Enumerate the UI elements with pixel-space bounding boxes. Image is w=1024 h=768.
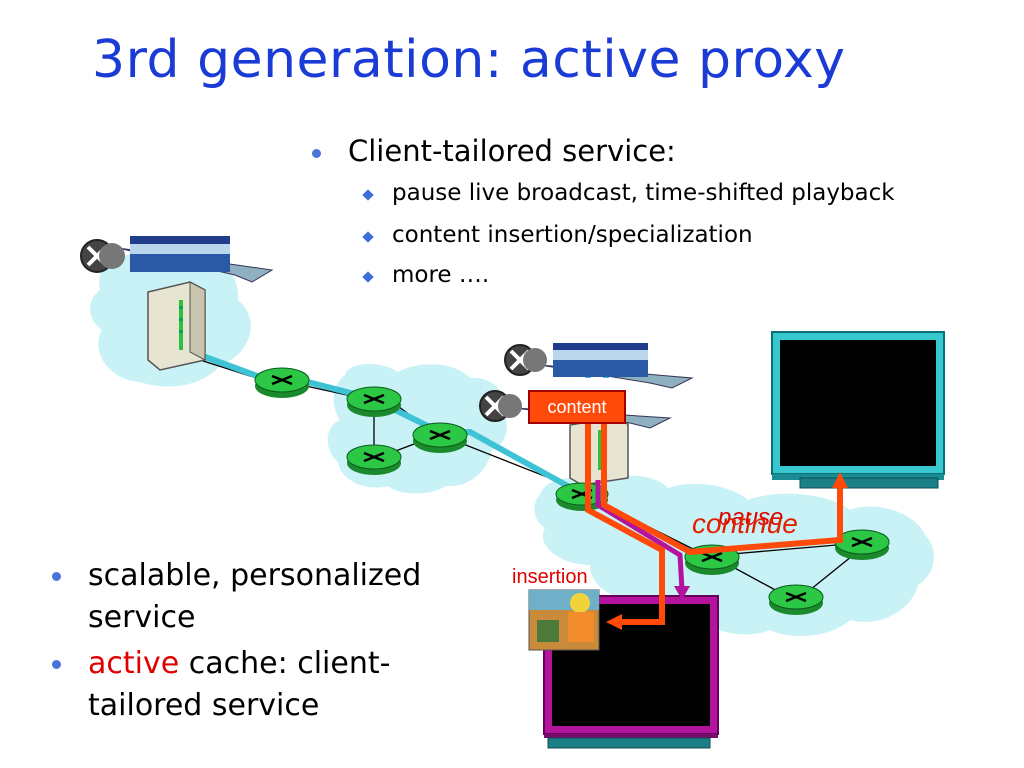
tape-reel-icon-2	[504, 343, 694, 389]
continue-label: continue	[692, 508, 798, 539]
left-bullet-1: scalable, personalized service	[52, 555, 421, 639]
orange-arrow-left	[606, 614, 622, 630]
magenta-arrow	[674, 586, 690, 600]
insertion-label: insertion	[512, 566, 588, 588]
content-label: content	[528, 390, 626, 424]
server-icon-left	[147, 281, 206, 371]
orange-arrow-up	[832, 472, 848, 488]
bullet-dot	[312, 149, 321, 158]
left-bullet-2: active cache: client- tailored service	[52, 643, 421, 727]
monitor-right	[771, 331, 945, 489]
slide-title: 3rd generation: active proxy	[92, 30, 846, 90]
bullet-dot	[52, 572, 61, 581]
magenta-path	[595, 480, 685, 591]
routers	[254, 367, 890, 615]
bullet-dot	[52, 660, 61, 669]
pause-label: pause	[718, 504, 784, 531]
proxy-server-icon	[569, 417, 629, 486]
left-bullet-list: scalable, personalized service active ca…	[52, 555, 421, 727]
orange-paths	[585, 410, 843, 625]
tape-reel-icon-1	[80, 236, 274, 283]
highlight-word: active	[88, 646, 180, 681]
insertion-thumbnail	[528, 589, 600, 651]
